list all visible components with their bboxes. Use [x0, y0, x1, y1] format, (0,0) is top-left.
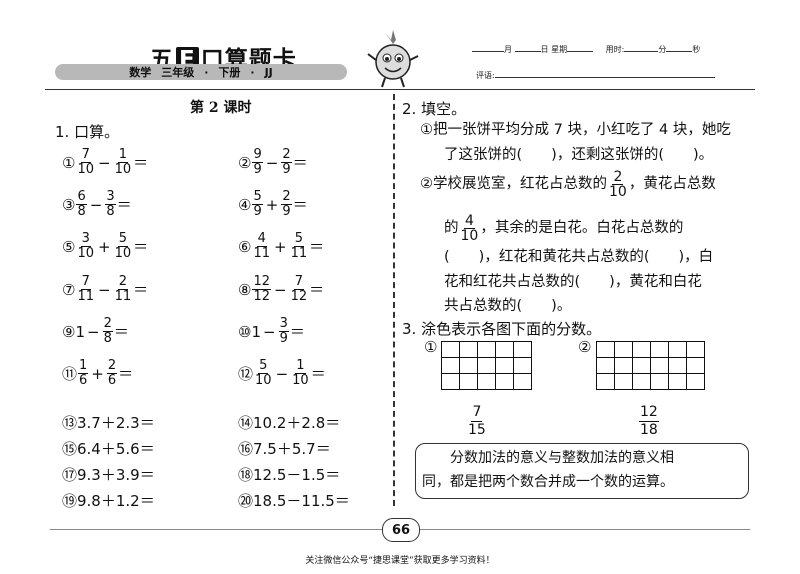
q3-title: 3. 涂色表示各图下面的分数。 [402, 320, 602, 338]
decimal-problem: ⑱12.5－1.5＝ [238, 466, 341, 484]
grid2-label: ② [578, 338, 592, 356]
edition-label: JJ [264, 65, 273, 79]
tip-line-2: 同，都是把两个数合并成一个数的运算。 [422, 474, 674, 490]
grid1-label: ① [424, 338, 438, 356]
column-divider [393, 94, 395, 506]
q2-item1-line2: 了这张饼的( )，还剩这张饼的( )。 [444, 147, 714, 163]
grid-1[interactable] [441, 341, 532, 390]
footer-note: 关注微信公众号“捷思课堂”获取更多学习资料！ [305, 556, 495, 566]
q2-item1-line1: ①把一张饼平均分成 7 块，小红吃了 4 块，她吃 [420, 122, 731, 138]
top-rule [45, 89, 755, 90]
lesson-title: 第 2 课时 [190, 100, 252, 116]
decimal-problem: ⑳18.5－11.5＝ [238, 492, 350, 510]
grid-2[interactable] [596, 341, 705, 390]
radish-mascot-icon [367, 30, 419, 88]
decimal-problem: ⑰9.3＋3.9＝ [62, 466, 155, 484]
q2-item2-line4: 花和红花共占总数的( )，黄花和白花 [444, 274, 702, 290]
subject-label: 数学 [129, 66, 152, 79]
decimal-problem: ⑯7.5＋5.7＝ [238, 440, 331, 458]
tip-box: 分数加法的意义与整数加法的意义相 同，都是把两个数合并成一个数的运算。 [415, 443, 749, 499]
q2-item2-line5: 共占总数的( )。 [444, 298, 572, 314]
grade-label: 三年级 [161, 66, 195, 79]
decimal-problem: ⑭10.2＋2.8＝ [238, 414, 341, 432]
comment-field: 评语: [476, 70, 715, 81]
page-number: 66 [382, 518, 420, 542]
subject-bar: 数学 三年级 · 下册 · JJ [55, 64, 347, 80]
q2-title: 2. 填空。 [402, 100, 467, 118]
q2-item2-line3: ( )，红花和黄花共占总数的( )，白 [444, 249, 714, 265]
decimal-problem: ⑮6.4＋5.6＝ [62, 440, 155, 458]
volume-label: 下册 [218, 66, 241, 79]
q1-title: 1. 口算。 [55, 123, 120, 141]
tip-line-1: 分数加法的意义与整数加法的意义相 [450, 450, 674, 466]
decimal-problem: ⑲9.8＋1.2＝ [62, 492, 155, 510]
date-fields: 月 日 星期 用时:分秒 [472, 44, 700, 55]
decimal-problem: ⑬3.7＋2.3＝ [62, 414, 155, 432]
